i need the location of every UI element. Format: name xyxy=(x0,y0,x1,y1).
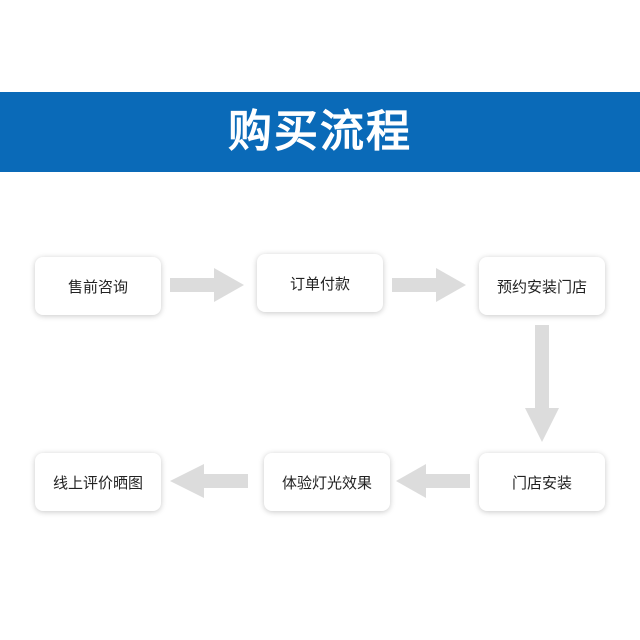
step-label: 体验灯光效果 xyxy=(281,473,372,492)
step-book-store-install: 预约安装门店 xyxy=(479,257,605,315)
step-online-review: 线上评价晒图 xyxy=(35,453,161,511)
step-presale-consult: 售前咨询 xyxy=(35,257,161,315)
arrow-left-icon xyxy=(170,464,248,498)
step-experience-lighting: 体验灯光效果 xyxy=(264,453,390,511)
arrow-right-icon xyxy=(170,268,244,302)
step-label: 订单付款 xyxy=(289,274,350,293)
step-order-payment: 订单付款 xyxy=(257,254,383,312)
arrow-right-icon xyxy=(392,268,466,302)
title-banner: 购买流程 xyxy=(0,92,640,172)
arrow-down-icon xyxy=(525,325,559,442)
step-label: 线上评价晒图 xyxy=(52,473,143,492)
step-label: 售前咨询 xyxy=(67,277,128,296)
page-title: 购买流程 xyxy=(228,106,412,157)
step-label: 预约安装门店 xyxy=(496,277,587,296)
arrow-left-icon xyxy=(396,464,470,498)
step-label: 门店安装 xyxy=(511,473,572,492)
step-store-install: 门店安装 xyxy=(479,453,605,511)
